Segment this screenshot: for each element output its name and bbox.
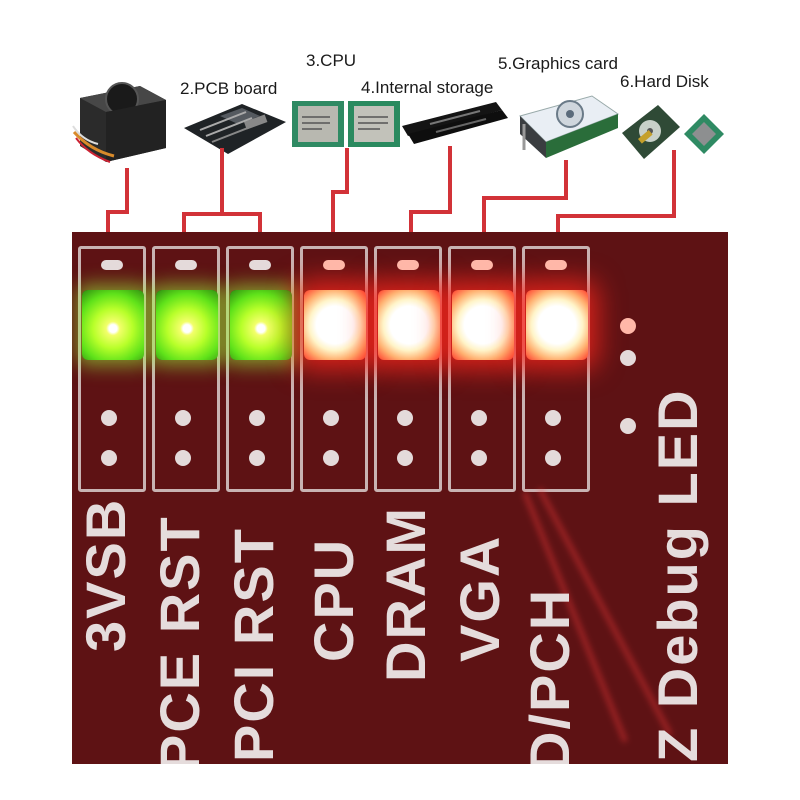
connector-line (331, 190, 349, 194)
board-label-cpu: CPU (302, 537, 365, 662)
solder-pad (175, 260, 197, 270)
connector-line (672, 150, 676, 216)
connector-line (345, 148, 349, 192)
solder-pad (620, 318, 636, 334)
led-outline (374, 246, 442, 492)
connector-line (106, 210, 129, 214)
led-outline (522, 246, 590, 492)
board-label-debug-led: Z Debug LED (646, 388, 709, 762)
solder-pad (101, 260, 123, 270)
motherboard-image (184, 104, 286, 154)
led-outline (226, 246, 294, 492)
connector-line (125, 168, 129, 212)
label-graphics-card: 5.Graphics card (498, 54, 618, 73)
led-vga (452, 290, 514, 360)
solder-pad (471, 450, 487, 466)
solder-pad (620, 350, 636, 366)
power-supply-image (72, 82, 166, 163)
led-dram (378, 290, 440, 360)
solder-pad (249, 260, 271, 270)
led-cpu (304, 290, 366, 360)
solder-pad (545, 450, 561, 466)
led-d-pch (526, 290, 588, 360)
led-outline (152, 246, 220, 492)
solder-pad (323, 410, 339, 426)
ram-image (402, 102, 508, 144)
label-internal-storage: 4.Internal storage (361, 78, 494, 97)
solder-pad (471, 260, 493, 270)
solder-pad (397, 410, 413, 426)
graphics-card-image (519, 95, 620, 158)
debug-led-board: 3VSB PCE RST PCI RST CPU DRAM VGA D/PCH … (72, 232, 728, 764)
led-pce-rst (156, 290, 218, 360)
solder-pad (101, 450, 117, 466)
label-cpu: 3.CPU (306, 51, 357, 70)
solder-pad (471, 410, 487, 426)
solder-pad (101, 410, 117, 426)
solder-pad (323, 450, 339, 466)
solder-pad (397, 260, 419, 270)
hard-disk-image (622, 105, 680, 159)
board-label-dram: DRAM (374, 506, 437, 682)
solder-pad (249, 410, 265, 426)
connector-line (448, 146, 452, 212)
solder-pad (620, 418, 636, 434)
chipset-image (684, 114, 724, 154)
solder-pad (545, 260, 567, 270)
cpu-image (292, 101, 400, 147)
led-3vsb (82, 290, 144, 360)
label-hard-disk: 6.Hard Disk (620, 72, 709, 91)
board-label-vga: VGA (448, 534, 511, 662)
led-pci-rst (230, 290, 292, 360)
led-outline (78, 246, 146, 492)
board-label-3vsb: 3VSB (74, 497, 137, 652)
led-outline (300, 246, 368, 492)
board-label-d-pch: D/PCH (518, 587, 581, 764)
connector-line (409, 210, 452, 214)
connector-line (220, 148, 224, 214)
solder-pad (249, 450, 265, 466)
solder-pad (175, 450, 191, 466)
board-label-pci-rst: PCI RST (222, 527, 285, 762)
led-outline (448, 246, 516, 492)
solder-pad (323, 260, 345, 270)
connector-line (556, 214, 676, 218)
solder-pad (175, 410, 191, 426)
connector-line (482, 196, 568, 200)
connector-line (182, 212, 262, 216)
connector-line (564, 160, 568, 198)
solder-pad (397, 450, 413, 466)
label-pcb-board: 2.PCB board (180, 79, 278, 98)
board-label-pce-rst: PCE RST (148, 515, 211, 764)
solder-pad (545, 410, 561, 426)
